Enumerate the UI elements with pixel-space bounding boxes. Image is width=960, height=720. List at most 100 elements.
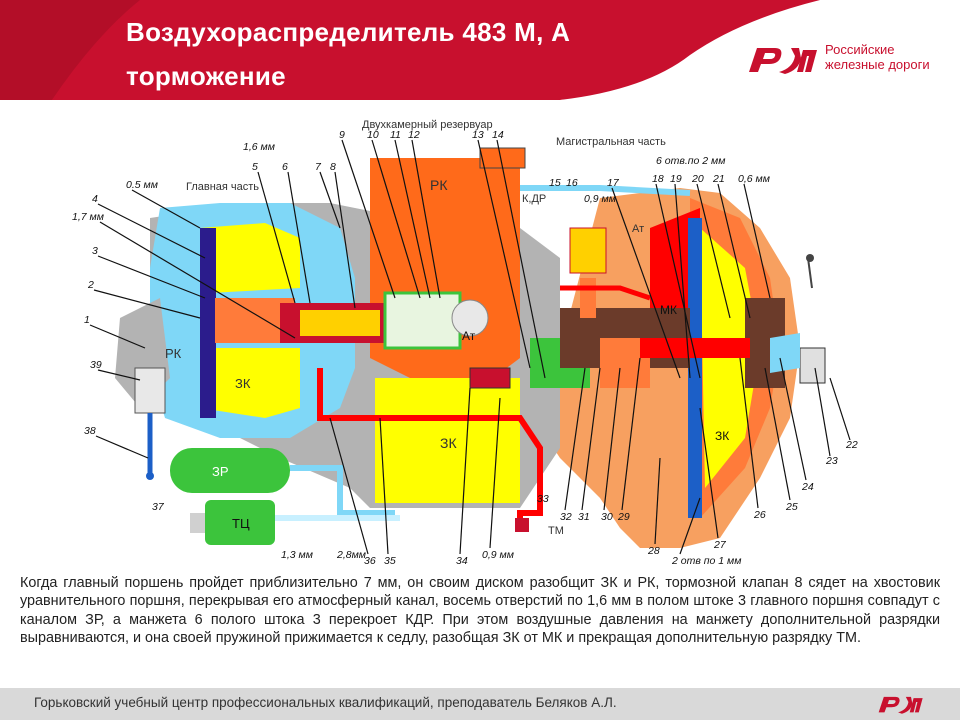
callout-15: 15 bbox=[549, 177, 561, 189]
callout-20: 20 bbox=[691, 173, 704, 185]
callout-34: 34 bbox=[456, 555, 468, 567]
label-tc: ТЦ bbox=[232, 516, 250, 531]
callout-16: 16 bbox=[566, 177, 578, 189]
diagram-svg: РК ЗК РК ЗК ЗР ТЦ МК ЗК Ат Ат К,ДР ТМ Дв… bbox=[72, 119, 858, 567]
hollow-stem-inner bbox=[300, 310, 380, 336]
kdr-channel bbox=[580, 278, 596, 318]
callout-25: 25 bbox=[785, 501, 798, 513]
label-kdr: К,ДР bbox=[522, 193, 546, 205]
callout-8: 8 bbox=[330, 161, 336, 173]
tm-outlet bbox=[515, 518, 529, 532]
callout-39: 39 bbox=[90, 359, 102, 371]
pipe-magistral bbox=[520, 185, 691, 196]
zr-reservoir bbox=[170, 448, 290, 493]
footer-text: Горьковский учебный центр профессиональн… bbox=[34, 695, 617, 710]
callout-17mm: 1,7 мм bbox=[72, 211, 104, 223]
callout-13mm: 1,3 мм bbox=[281, 549, 313, 561]
callout-36: 36 bbox=[364, 555, 376, 567]
logo-line-2: железные дороги bbox=[825, 57, 930, 72]
double-chamber-zk bbox=[375, 378, 520, 503]
title-line-1: Воздухораспределитель 483 М, А bbox=[126, 17, 571, 47]
callout-35: 35 bbox=[384, 555, 396, 567]
callout-11: 11 bbox=[390, 129, 401, 141]
label-zk-right: ЗК bbox=[715, 429, 729, 443]
callout-09mm-top: 0,9 мм bbox=[584, 193, 616, 205]
callout-30: 30 bbox=[601, 511, 613, 523]
label-main-part: Главная часть bbox=[186, 181, 259, 193]
atmosphere-port bbox=[451, 299, 489, 337]
label-double-reservoir: Двухкамерный резервуар bbox=[362, 119, 493, 131]
callout-17: 17 bbox=[607, 177, 620, 189]
callout-38: 38 bbox=[84, 425, 96, 437]
label-rk-reservoir: РК bbox=[430, 177, 448, 193]
pipe-kdr bbox=[560, 285, 651, 301]
callout-1: 1 bbox=[84, 314, 90, 326]
callout-26: 26 bbox=[753, 509, 766, 521]
main-line-diaphragm bbox=[688, 218, 702, 518]
label-at-left: Ат bbox=[462, 329, 476, 343]
callout-4: 4 bbox=[92, 193, 98, 205]
callout-14: 14 bbox=[492, 129, 504, 141]
slide-footer: Горьковский учебный центр профессиональн… bbox=[0, 688, 960, 720]
callout-33: 33 bbox=[537, 493, 549, 505]
rzd-logo-mark-icon bbox=[749, 48, 817, 74]
callout-05mm: 0.5 мм bbox=[126, 179, 158, 191]
kdr-valve bbox=[569, 227, 607, 274]
callout-29: 29 bbox=[617, 511, 630, 523]
label-at-right: Ат bbox=[632, 223, 644, 235]
main-part-yellow-top bbox=[200, 223, 300, 293]
callout-28mm: 2,8мм bbox=[336, 549, 366, 561]
label-zr: ЗР bbox=[212, 464, 229, 479]
slide-title: Воздухораспределитель 483 М, А торможени… bbox=[126, 10, 570, 98]
logo-line-1: Российские bbox=[825, 42, 895, 57]
title-line-2: торможение bbox=[126, 61, 286, 91]
callout-19: 19 bbox=[670, 173, 682, 185]
callout-9: 9 bbox=[339, 129, 345, 141]
callout-18: 18 bbox=[652, 173, 664, 185]
callout-5: 5 bbox=[252, 161, 258, 173]
callout-09mm-bottom: 0,9 мм bbox=[482, 549, 514, 561]
callout-32: 32 bbox=[560, 511, 572, 523]
callout-6holes: 6 отв.по 2 мм bbox=[656, 155, 725, 167]
right-plug-icon bbox=[806, 254, 814, 262]
callout-2holes: 2 отв по 1 мм bbox=[671, 555, 741, 567]
label-main-line-part: Магистральная часть bbox=[556, 136, 666, 148]
pipe-zr bbox=[290, 465, 395, 516]
callout-21: 21 bbox=[712, 173, 725, 185]
callout-24: 24 bbox=[801, 481, 814, 493]
rzd-logo-text: Российские железные дороги bbox=[825, 42, 930, 72]
callout-27: 27 bbox=[713, 539, 727, 551]
callout-10: 10 bbox=[367, 129, 379, 141]
callout-2: 2 bbox=[87, 279, 94, 291]
pipe-red-left bbox=[317, 368, 395, 421]
callout-3: 3 bbox=[92, 245, 98, 257]
callout-6: 6 bbox=[282, 161, 288, 173]
rzd-logo: Российские железные дороги bbox=[745, 42, 935, 76]
label-zk-reservoir: ЗК bbox=[440, 435, 457, 451]
header-red-band bbox=[0, 0, 820, 118]
main-part-yellow-bottom bbox=[200, 348, 300, 418]
tc-pipe-cap bbox=[190, 513, 205, 533]
valve-39 bbox=[134, 367, 166, 414]
main-piston-diaphragm bbox=[200, 228, 216, 418]
footer-rzd-logo-icon bbox=[878, 696, 923, 714]
callout-28: 28 bbox=[647, 545, 660, 557]
callout-12: 12 bbox=[408, 129, 420, 141]
slide-header: Воздухораспределитель 483 М, А торможени… bbox=[0, 0, 960, 118]
filter-element bbox=[469, 367, 511, 389]
callout-13: 13 bbox=[472, 129, 484, 141]
callout-leader-lines bbox=[89, 139, 851, 555]
label-mk: МК bbox=[660, 303, 677, 317]
callout-31: 31 bbox=[578, 511, 590, 523]
callout-23: 23 bbox=[825, 455, 838, 467]
label-rk-main: РК bbox=[165, 346, 182, 361]
tc-cylinder bbox=[205, 500, 275, 545]
label-zk-main: ЗК bbox=[235, 376, 251, 391]
right-plug-stem bbox=[807, 257, 813, 289]
right-spring-cap bbox=[799, 347, 826, 384]
callout-7: 7 bbox=[315, 161, 322, 173]
air-distributor-diagram: РК ЗК РК ЗК ЗР ТЦ МК ЗК Ат Ат К,ДР ТМ Дв… bbox=[0, 118, 960, 573]
label-tm: ТМ bbox=[548, 525, 564, 537]
callout-37: 37 bbox=[152, 501, 165, 513]
right-cyan-piece bbox=[770, 333, 800, 373]
